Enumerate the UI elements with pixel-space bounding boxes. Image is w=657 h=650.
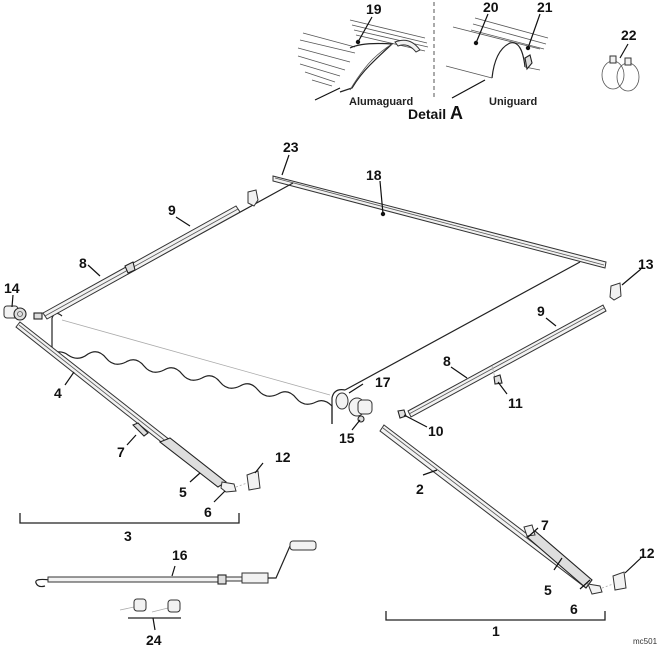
callout-20: 20 [483,0,499,15]
awning-rail [272,175,607,269]
right-bottom-bracket [612,571,627,591]
leader-12-left [254,462,264,474]
hose-clamps: 22 [601,27,640,92]
leader-19 [357,16,373,43]
callout-19: 19 [366,1,382,17]
leader-8-right [450,366,468,379]
leader-23 [281,154,290,176]
leader-9-right [545,317,557,327]
callout-8-right: 8 [443,353,451,369]
leader-9-left [175,216,191,227]
connector-10 [397,409,407,419]
end-assembly-15-17 [348,397,373,423]
end-cap-14 [3,305,43,321]
detail-a: 19 Alumaguard 20 21 Uniguard Detail A [297,0,553,123]
callout-15: 15 [339,430,355,446]
callout-2: 2 [416,481,424,497]
callout-13: 13 [638,256,654,272]
callout-21: 21 [537,0,553,15]
left-bottom-bracket [246,470,261,491]
callout-9-right: 9 [537,303,545,319]
right-foot [587,583,603,595]
callout-16: 16 [172,547,188,563]
leader-lines [11,154,643,631]
callout-9-left: 9 [168,202,176,218]
awning-fabric [51,175,607,424]
leader-20 [475,13,489,44]
leader-4 [64,371,75,386]
leader-uniguard [451,79,486,99]
bracket-assembly-3 [19,513,240,524]
leader-6-right [579,579,591,590]
alumaguard-illustration: 19 Alumaguard [297,1,429,108]
callout-10: 10 [428,423,444,439]
callout-1: 1 [492,623,500,639]
leader-13 [621,268,642,286]
leader-21 [527,13,541,49]
detail-title: Detail A [408,103,463,123]
leader-14 [11,294,14,308]
figure-id: mc501 [633,637,657,646]
leader-8-left [87,264,101,277]
uniguard-illustration: 20 21 Uniguard [445,0,553,108]
mount-hardware [119,598,181,619]
callout-4: 4 [54,385,62,401]
callout-6-left: 6 [204,504,212,520]
fabric-front-edge [344,261,581,391]
alumaguard-label: Alumaguard [349,96,413,108]
callout-7-right: 7 [541,517,549,533]
right-top-bracket [609,282,622,301]
leader-18 [379,180,384,215]
leader-5-right [553,557,563,571]
left-foot [220,481,237,493]
leader-24 [152,617,156,631]
leader-6-left [213,490,226,503]
leader-17 [348,383,364,394]
callout-6-right: 6 [570,601,578,617]
callout-14: 14 [4,280,20,296]
leader-2 [422,469,438,476]
left-lock-knob [132,422,149,437]
leader-11 [497,381,508,395]
callout-24: 24 [146,632,162,648]
callout-12-right: 12 [639,545,655,561]
callout-5-right: 5 [544,582,552,598]
leader-alumaguard [314,87,341,101]
callout-11: 11 [508,395,523,411]
leader-15 [351,419,361,431]
callout-12-left: 12 [275,449,291,465]
knob-11 [493,374,503,385]
awning-rod [35,540,317,588]
callout-dot-18 [380,211,386,217]
callout-5-left: 5 [179,484,187,500]
callout-17: 17 [375,374,391,390]
left-arm-assembly [3,189,261,493]
valance-scallop [51,351,333,424]
bracket-assembly-1 [385,611,606,621]
leader-5-left [189,472,201,483]
leader-12-right [624,556,643,574]
uniguard-label: Uniguard [489,96,537,108]
left-top-bracket [247,189,259,207]
callout-numbers: 23 18 9 8 14 4 7 5 6 12 3 17 15 10 11 8 … [4,139,655,648]
callout-8-left: 8 [79,255,87,271]
callout-7-left: 7 [117,444,125,460]
leader-7-right [527,527,539,538]
callout-3: 3 [124,528,132,544]
leader-10 [403,414,428,428]
right-arm-assembly [348,282,627,595]
leader-22 [619,43,629,59]
callout-22: 22 [621,27,637,43]
leader-7-left [126,434,137,446]
leader-16 [171,565,176,577]
callout-23: 23 [283,139,299,155]
callout-18: 18 [366,167,382,183]
